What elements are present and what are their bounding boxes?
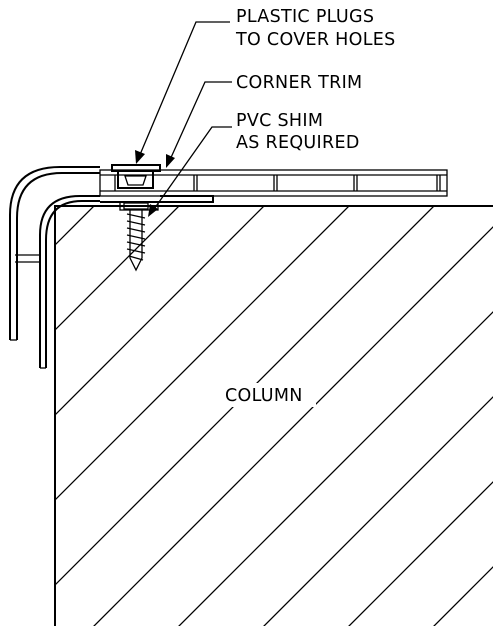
shim-arrowhead [148,204,158,217]
column-label: COLUMN [225,386,303,406]
corner-trim-callout: CORNER TRIM [236,73,362,93]
leaders [138,21,232,213]
arrowheads [135,150,175,217]
column-label-mask [222,383,316,407]
column: COLUMN [54,205,493,626]
shim-callout-line2: AS REQUIRED [236,133,360,153]
plugs-callout-line1: PLASTIC PLUGS [236,7,374,27]
corner-trim-leader [168,81,232,163]
pvc-shim [119,201,159,211]
shim-callout-line1: PVC SHIM [236,111,323,131]
plugs-arrowhead [135,150,145,164]
plugs-leader [138,21,230,158]
screw [123,202,149,272]
column-outline [54,205,493,626]
pvc-panel [99,169,448,197]
shim-leader [151,126,232,213]
column-hatch [55,206,493,626]
corner-trim [9,166,214,369]
corner-trim-arrowhead [166,154,175,168]
plugs-callout-line2: TO COVER HOLES [235,30,396,50]
plastic-plug [111,164,161,189]
